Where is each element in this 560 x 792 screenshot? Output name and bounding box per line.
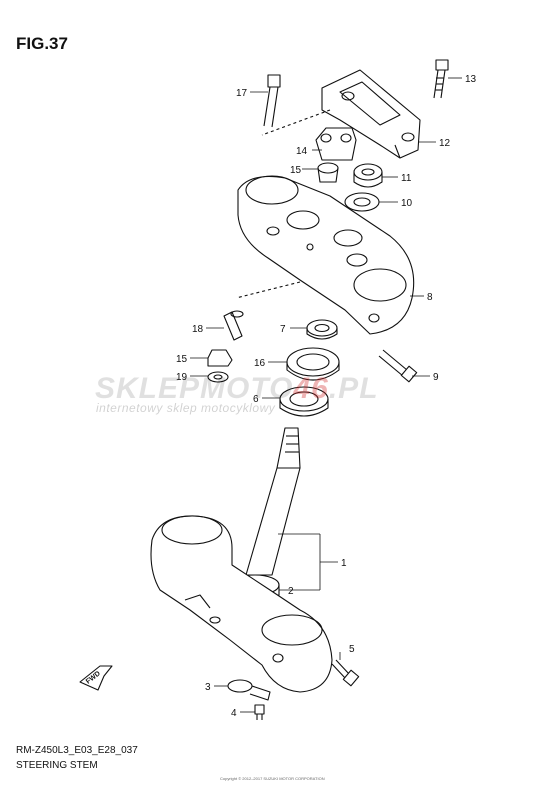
callout-10[interactable]: 10 — [401, 198, 413, 209]
callout-9[interactable]: 9 — [433, 372, 439, 383]
callout-4[interactable]: 4 — [231, 708, 237, 719]
callout-2[interactable]: 2 — [288, 586, 294, 597]
callout-15-upper[interactable]: 15 — [290, 165, 302, 176]
callout-13[interactable]: 13 — [465, 74, 477, 85]
leader-lines — [190, 77, 462, 713]
callout-8[interactable]: 8 — [427, 292, 433, 303]
callout-3[interactable]: 3 — [205, 682, 211, 693]
watermark-brand-part3: .PL — [328, 372, 379, 405]
handlebar-holder-12[interactable] — [321, 69, 421, 159]
callout-12[interactable]: 12 — [439, 138, 451, 149]
callout-7[interactable]: 7 — [280, 324, 286, 335]
callout-19[interactable]: 19 — [176, 372, 188, 383]
callout-6[interactable]: 6 — [253, 394, 259, 405]
cushion-15-upper[interactable] — [317, 162, 339, 183]
clamp-3[interactable] — [227, 679, 271, 701]
bolt-9[interactable] — [378, 349, 418, 383]
model-code: RM-Z450L3_E03_E28_037 — [16, 745, 138, 756]
cushion-15-lower[interactable] — [207, 349, 233, 367]
upper-bracket-8[interactable] — [237, 175, 415, 335]
bearing-6[interactable] — [279, 386, 329, 417]
fwd-arrow-icon — [79, 665, 113, 691]
callout-18[interactable]: 18 — [192, 324, 204, 335]
clamp-14[interactable] — [315, 127, 357, 161]
callout-5[interactable]: 5 — [349, 644, 355, 655]
callout-17[interactable]: 17 — [236, 88, 248, 99]
dust-seal-16[interactable] — [286, 347, 340, 381]
lock-nut-7[interactable] — [306, 319, 338, 340]
callout-16[interactable]: 16 — [254, 358, 266, 369]
bolt-5[interactable] — [331, 659, 360, 687]
bolt-13[interactable] — [433, 59, 449, 99]
washer-10[interactable] — [344, 192, 380, 212]
screw-4[interactable] — [254, 704, 265, 720]
cap-19[interactable] — [207, 371, 229, 383]
watermark-brand-part2: 46 — [293, 372, 329, 405]
figure-caption: STEERING STEM — [16, 760, 98, 771]
tube-18[interactable] — [223, 310, 244, 341]
callout-1[interactable]: 1 — [341, 558, 347, 569]
steering-stem-1[interactable] — [245, 427, 301, 576]
bolt-17[interactable] — [263, 74, 281, 128]
lower-bracket — [150, 515, 333, 693]
callout-14[interactable]: 14 — [296, 146, 308, 157]
copyright-text: Copyright © 2012–2017 SUZUKI MOTOR CORPO… — [220, 776, 325, 781]
callout-11[interactable]: 11 — [401, 173, 412, 184]
nut-11[interactable] — [353, 163, 383, 188]
callout-15-lower[interactable]: 15 — [176, 354, 188, 365]
watermark-brand-part1: SKLEPMOTO — [95, 372, 294, 405]
figure-title: FIG.37 — [16, 34, 68, 53]
watermark-tagline: internetowy sklep motocyklowy — [96, 401, 276, 415]
watermark-brand: SKLEPMOTO46.PL — [95, 372, 379, 406]
